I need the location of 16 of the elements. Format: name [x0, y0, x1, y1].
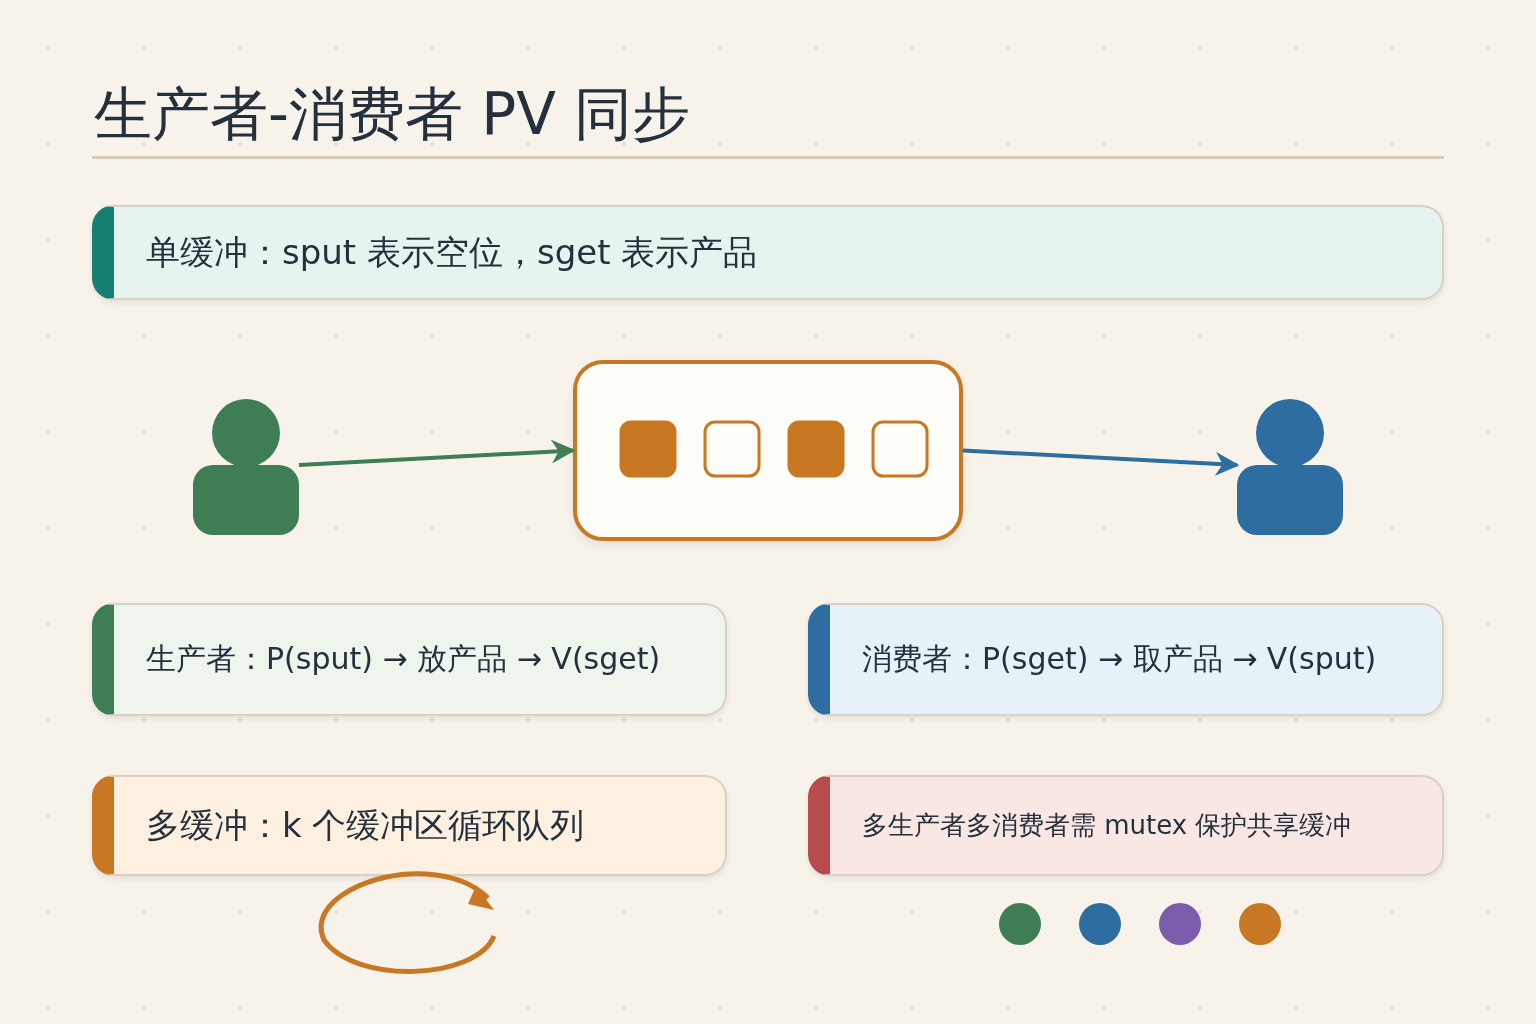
- person-icon: [1237, 398, 1343, 535]
- card-text: 消费者：P(sget) → 取产品 → V(sput): [862, 640, 1377, 678]
- card-text: 生产者：P(sput) → 放产品 → V(sget): [146, 640, 661, 678]
- title: 生产者-消费者 PV 同步: [94, 79, 691, 150]
- info-card: [92, 775, 727, 876]
- person-icon: [193, 398, 299, 535]
- card-text: 多缓冲：k 个缓冲区循环队列: [146, 803, 585, 847]
- info-card: [808, 775, 1444, 876]
- info-card: [92, 205, 1444, 300]
- info-card: [92, 603, 727, 716]
- arrow: [298, 439, 576, 467]
- card-text: 多生产者多消费者需 mutex 保护共享缓冲: [862, 809, 1352, 842]
- buffer-box: [573, 360, 963, 541]
- card-text: 单缓冲：sput 表示空位，sget 表示产品: [146, 230, 758, 274]
- info-card: [808, 603, 1444, 716]
- arrow: [962, 448, 1240, 476]
